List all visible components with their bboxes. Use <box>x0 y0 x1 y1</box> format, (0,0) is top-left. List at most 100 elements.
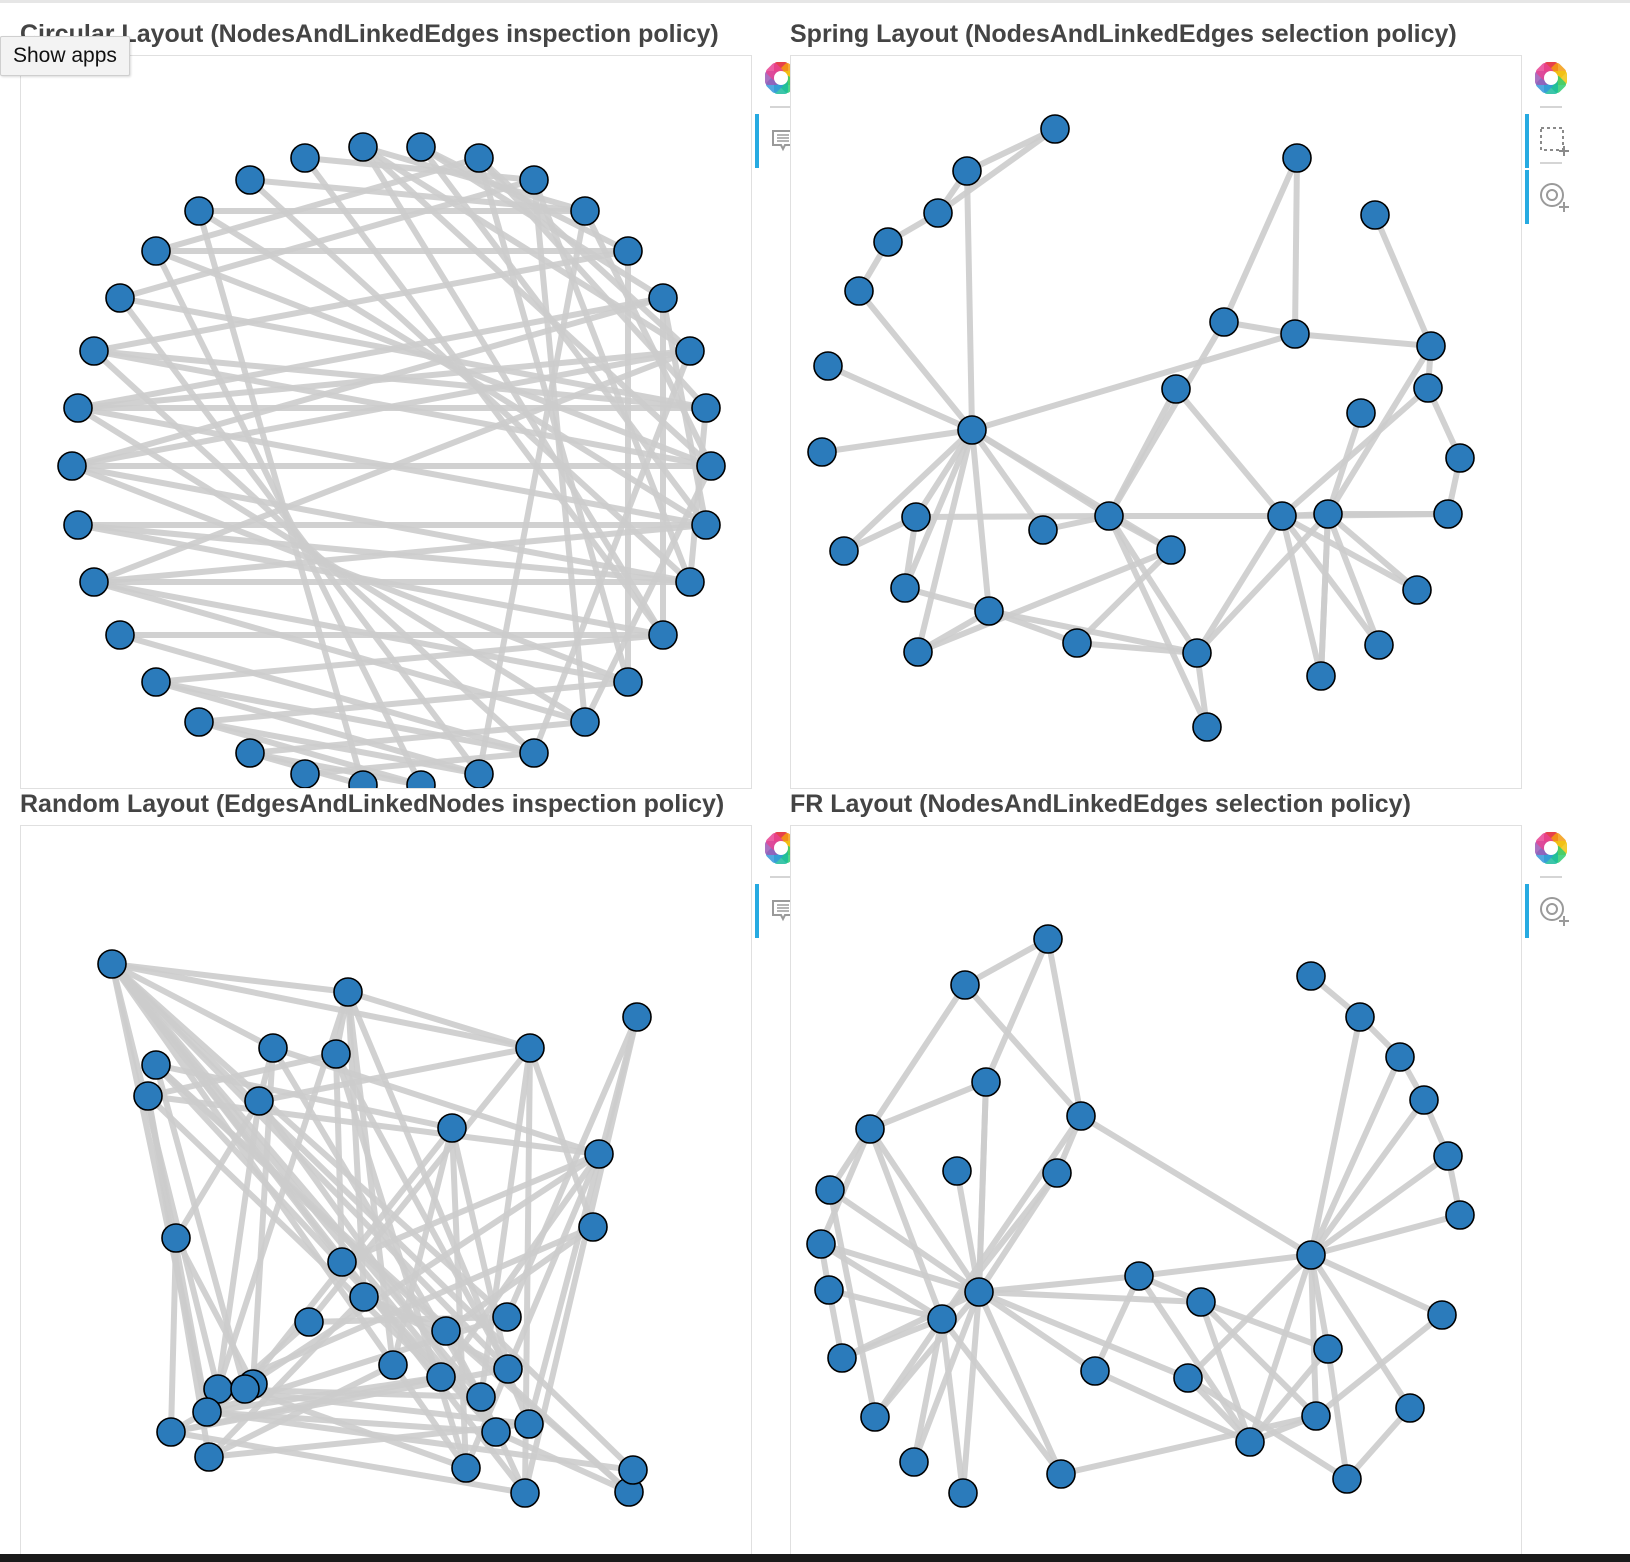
graph-edge[interactable] <box>449 1125 469 1471</box>
graph-node[interactable] <box>622 1002 652 1032</box>
graph-edge[interactable] <box>153 632 666 685</box>
graph-edge[interactable] <box>1198 1299 1331 1352</box>
graph-edge[interactable] <box>493 1429 632 1495</box>
graph-node[interactable] <box>192 1397 222 1427</box>
graph-node[interactable] <box>807 437 837 467</box>
graph-edge[interactable] <box>1198 1299 1319 1419</box>
graph-edge[interactable] <box>145 1093 212 1460</box>
graph-edge[interactable] <box>91 579 588 725</box>
graph-node[interactable] <box>618 1455 648 1485</box>
graph-edge[interactable] <box>173 1235 256 1387</box>
graph-node[interactable] <box>1313 499 1343 529</box>
graph-edge[interactable] <box>145 1051 339 1099</box>
box-select-icon[interactable] <box>1537 124 1569 156</box>
graph-node[interactable] <box>519 738 549 768</box>
graph-node[interactable] <box>63 393 93 423</box>
graph-edge[interactable] <box>1279 513 1324 679</box>
graph-node[interactable] <box>348 132 378 162</box>
graph-edge[interactable] <box>478 1045 533 1400</box>
graph-node[interactable] <box>290 143 320 173</box>
graph-node[interactable] <box>1296 961 1326 991</box>
graph-edge[interactable] <box>856 288 975 433</box>
bokeh-logo-icon[interactable] <box>761 58 801 98</box>
graph-node[interactable] <box>141 236 171 266</box>
graph-node[interactable] <box>1282 143 1312 173</box>
graph-node[interactable] <box>1267 501 1297 531</box>
graph-edge[interactable] <box>75 295 666 411</box>
graph-node[interactable] <box>1433 1141 1463 1171</box>
graph-edge[interactable] <box>145 1093 444 1380</box>
graph-edge[interactable] <box>1344 1405 1413 1482</box>
graph-node[interactable] <box>63 510 93 540</box>
graph-edge[interactable] <box>1198 1299 1253 1445</box>
graph-node[interactable] <box>161 1223 191 1253</box>
graph-node[interactable] <box>1124 1261 1154 1291</box>
graph-edge[interactable] <box>1279 513 1382 648</box>
graph-node[interactable] <box>844 276 874 306</box>
graph-edge[interactable] <box>1292 155 1300 337</box>
graph-node[interactable] <box>952 156 982 186</box>
graph-edge[interactable] <box>1325 1346 1350 1482</box>
graph-edge[interactable] <box>215 1098 262 1392</box>
graph-node[interactable] <box>1173 1363 1203 1393</box>
bokeh-logo-icon[interactable] <box>1531 58 1571 98</box>
graph-edge[interactable] <box>1308 1014 1363 1258</box>
graph-node[interactable] <box>1280 319 1310 349</box>
graph-edge[interactable] <box>913 513 1112 520</box>
graph-node[interactable] <box>1040 114 1070 144</box>
graph-node[interactable] <box>97 949 127 979</box>
graph-node[interactable] <box>258 1033 288 1063</box>
graph-node[interactable] <box>1413 373 1443 403</box>
graph-node[interactable] <box>648 620 678 650</box>
graph-node[interactable] <box>230 1374 260 1404</box>
graph-edge[interactable] <box>867 982 968 1132</box>
graph-edge[interactable] <box>1078 1113 1314 1258</box>
graph-node[interactable] <box>349 1282 379 1312</box>
graph-edge[interactable] <box>153 679 537 756</box>
graph-node[interactable] <box>184 196 214 226</box>
graph-node[interactable] <box>378 1350 408 1380</box>
graph-node[interactable] <box>105 620 135 650</box>
graph-node[interactable] <box>964 1277 994 1307</box>
graph-edge[interactable] <box>983 936 1051 1085</box>
graph-node[interactable] <box>1427 1300 1457 1330</box>
graph-edge[interactable] <box>91 579 631 685</box>
graph-edge[interactable] <box>1308 1252 1413 1411</box>
graph-node[interactable] <box>156 1417 186 1447</box>
graph-edge[interactable] <box>935 126 1058 216</box>
graph-node[interactable] <box>464 759 494 788</box>
graph-node[interactable] <box>1433 499 1463 529</box>
graph-node[interactable] <box>235 165 265 195</box>
graph-edge[interactable] <box>1308 1153 1451 1258</box>
graph-edge[interactable] <box>867 1079 989 1132</box>
graph-edge[interactable] <box>818 1241 982 1295</box>
graph-node[interactable] <box>451 1453 481 1483</box>
graph-edge[interactable] <box>215 1224 596 1392</box>
graph-node[interactable] <box>1346 398 1376 428</box>
graph-node[interactable] <box>244 1086 274 1116</box>
graph-node[interactable] <box>510 1478 540 1508</box>
graph-edge[interactable] <box>302 750 537 777</box>
graph-node[interactable] <box>806 1229 836 1259</box>
graph-edge[interactable] <box>962 936 1051 988</box>
graph-edge[interactable] <box>75 522 693 585</box>
graph-node[interactable] <box>1066 1101 1096 1131</box>
graph-edge[interactable] <box>1325 410 1364 517</box>
graph-edge[interactable] <box>1308 1252 1445 1318</box>
graph-edge[interactable] <box>1173 386 1285 519</box>
graph-edge[interactable] <box>91 348 709 411</box>
graph-node[interactable] <box>675 567 705 597</box>
graph-node[interactable] <box>466 1382 496 1412</box>
graph-edge[interactable] <box>360 144 588 214</box>
plot-canvas[interactable] <box>790 55 1522 789</box>
graph-node[interactable] <box>974 596 1004 626</box>
graph-node[interactable] <box>406 770 436 788</box>
graph-edge[interactable] <box>818 1126 873 1247</box>
graph-node[interactable] <box>1094 501 1124 531</box>
graph-edge[interactable] <box>1074 640 1200 656</box>
graph-edge[interactable] <box>969 331 1298 433</box>
graph-node[interactable] <box>235 738 265 768</box>
tap-tool-icon[interactable] <box>1537 180 1569 212</box>
graph-edge[interactable] <box>1279 513 1420 593</box>
graph-edge[interactable] <box>173 1098 262 1241</box>
